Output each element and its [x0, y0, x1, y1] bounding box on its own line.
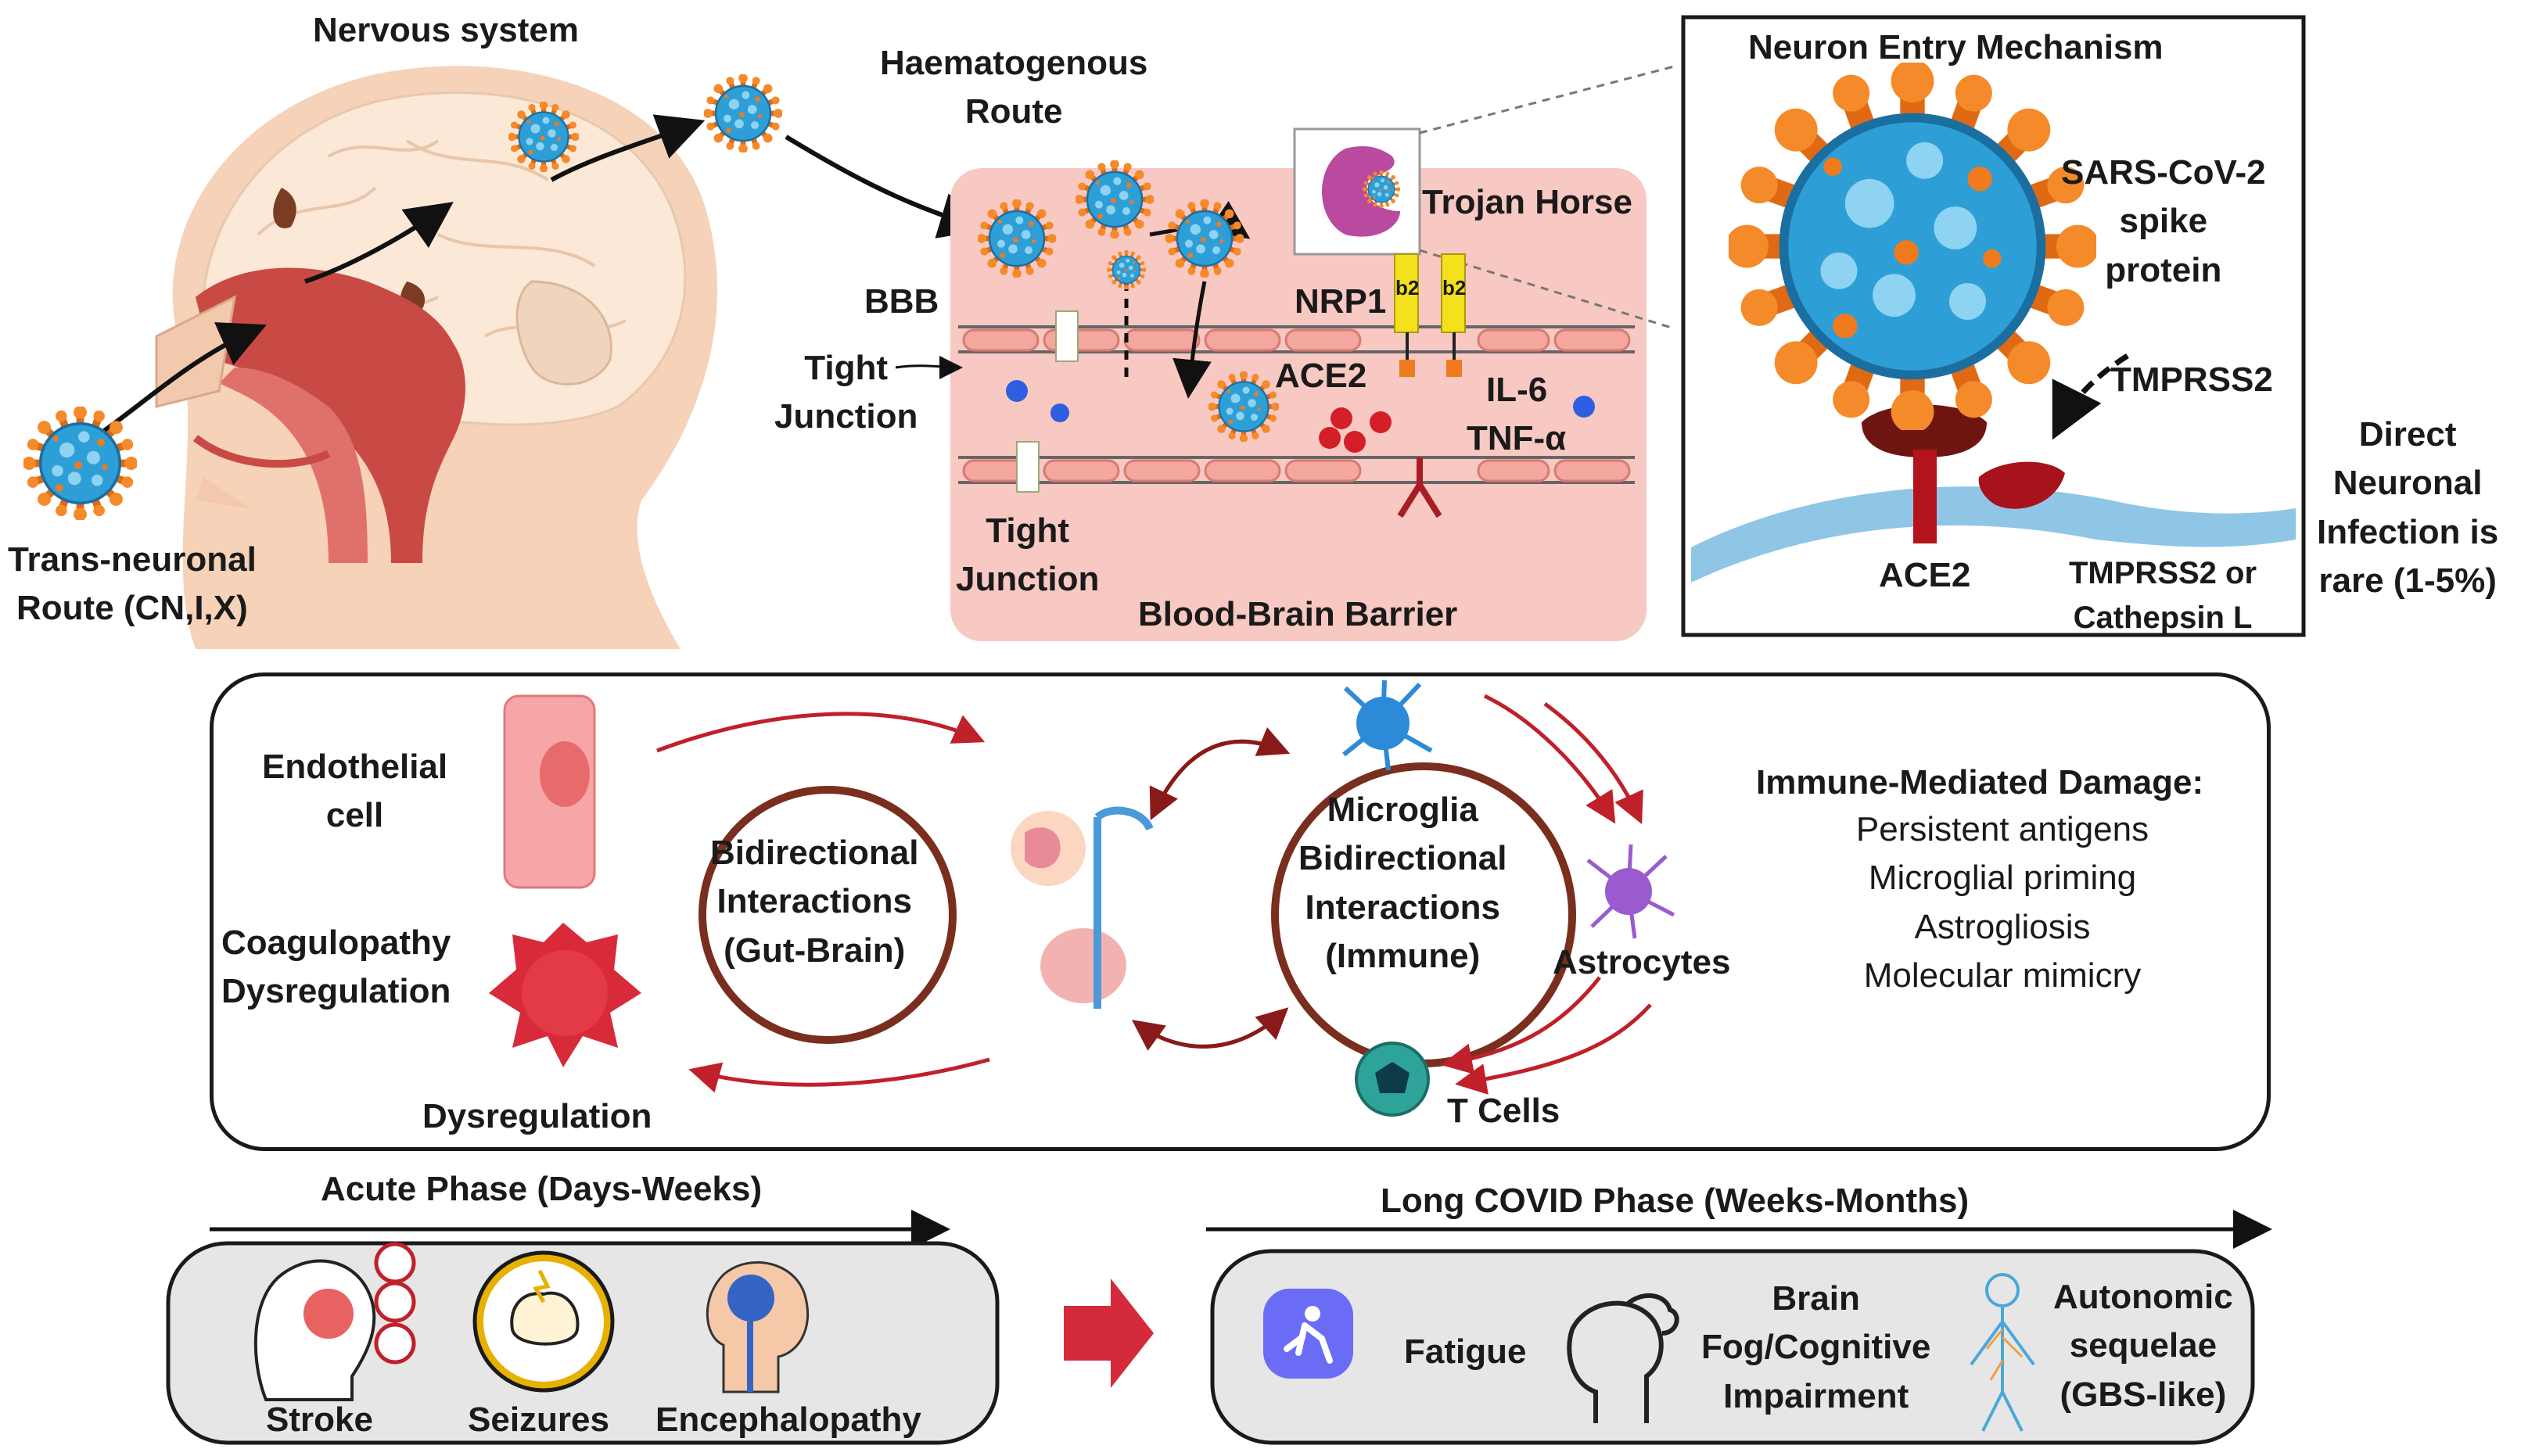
bbb-label: BBB: [864, 282, 939, 321]
virus-particle-exit: [703, 74, 783, 153]
tmprss2-label: TMPRSS2: [2110, 360, 2273, 399]
phase-transition-arrow: [1064, 1278, 1154, 1388]
direct-infection-note: Direct Neuronal Infection is rare (1-5%): [2317, 415, 2499, 601]
bbb-illustration: [950, 65, 1675, 641]
tnf-alpha-label: TNF-α: [1467, 419, 1567, 457]
long-covid-icons: [1210, 1249, 2255, 1445]
immune-damage-item: Astrogliosis: [1914, 907, 2091, 946]
b2-label-right: b2: [1442, 276, 1467, 299]
autonomic-sequelae-label: Autonomic sequelae (GBS-like): [2053, 1278, 2233, 1414]
dysregulation-label: Dysregulation: [422, 1097, 652, 1135]
neuron-entry-title: Neuron Entry Mechanism: [1748, 28, 2164, 66]
virus-particle-nose: [23, 406, 138, 521]
interactions-panel: [210, 672, 2271, 1151]
haematogenous-route-label: Haematogenous Route: [880, 44, 1148, 131]
coagulopathy-dysregulation-label: Coagulopathy Dysregulation: [221, 923, 451, 1011]
nervous-system-label: Nervous system: [313, 11, 579, 49]
acute-item-encephalopathy: Encephalopathy: [655, 1400, 921, 1439]
acute-item-stroke: Stroke: [266, 1400, 373, 1439]
astrocytes-label: Astrocytes: [1553, 943, 1731, 981]
neuron-entry-illustration: [1681, 15, 2306, 637]
spike-protein-label: SARS-CoV-2 spike protein: [2061, 153, 2266, 289]
immune-damage-item: Microglial priming: [1868, 859, 2137, 898]
immune-damage-list: Persistent antigens Microglial priming A…: [1764, 805, 2241, 1001]
blood-brain-barrier-label: Blood-Brain Barrier: [1138, 595, 1458, 633]
immune-damage-title: Immune-Mediated Damage:: [1756, 763, 2204, 802]
brain-fog-label: Brain Fog/Cognitive Impairment: [1701, 1279, 1931, 1415]
fatigue-label: Fatigue: [1404, 1332, 1527, 1371]
nrp1-label: NRP1: [1295, 282, 1387, 321]
acute-item-seizures: Seizures: [468, 1400, 609, 1439]
tight-junction-lower-label: Tight Junction: [956, 511, 1100, 599]
ace2-vessel-label: ACE2: [1275, 357, 1367, 395]
immune-damage-item: Molecular mimicry: [1863, 956, 2142, 995]
trojan-horse-label: Trojan Horse: [1422, 183, 1632, 221]
endothelial-cell-label: Endothelial cell: [262, 748, 448, 835]
middle-illustrations: [489, 680, 1675, 1117]
ace2-receptor-label: ACE2: [1879, 556, 1971, 594]
immune-damage-item: Persistent antigens: [1855, 810, 2149, 848]
acute-icons: [166, 1241, 1000, 1445]
t-cells-label: T Cells: [1447, 1092, 1560, 1130]
long-covid-title: Long COVID Phase (Weeks-Months): [1381, 1182, 1970, 1220]
tight-junction-upper-label: Tight Junction: [774, 349, 918, 436]
microglia-interactions-label: Microglia Bidirectional Interactions (Im…: [1298, 791, 1507, 976]
b2-label-left: b2: [1395, 276, 1420, 299]
trans-neuronal-route-label: Trans-neuronal Route (CN,I,X): [8, 540, 257, 628]
gut-brain-interactions-label: Bidirectional Interactions (Gut-Brain): [710, 834, 919, 970]
virus-particle-brain: [508, 101, 580, 173]
tmprss2-cathepsin-label: TMPRSS2 or Cathepsin L: [2069, 556, 2257, 635]
head-illustration: [155, 66, 718, 650]
il6-label: IL-6: [1486, 371, 1548, 409]
acute-phase-title: Acute Phase (Days-Weeks): [321, 1170, 763, 1208]
